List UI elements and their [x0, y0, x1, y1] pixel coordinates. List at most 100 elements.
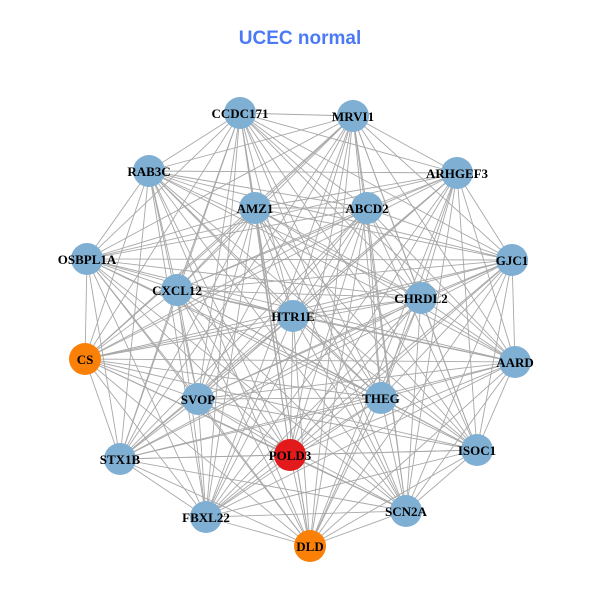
node-label: MRVI1 [332, 109, 374, 124]
node-circle[interactable] [365, 382, 397, 414]
edge-HTR1E-SCN2A [292, 315, 407, 512]
edge-ARHGEF3-DLD [309, 172, 458, 547]
edge-ABCD2-CXCL12 [176, 207, 368, 291]
node-ARHGEF3[interactable]: ARHGEF3 [426, 157, 489, 189]
node-ISOC1[interactable]: ISOC1 [458, 434, 496, 466]
edge-RAB3C-ABCD2 [148, 170, 368, 209]
edge-CCDC171-SVOP [197, 112, 241, 400]
node-ABCD2[interactable]: ABCD2 [345, 192, 389, 224]
node-circle[interactable] [71, 243, 103, 275]
node-CCDC171[interactable]: CCDC171 [211, 97, 269, 129]
node-circle[interactable] [337, 100, 369, 132]
node-MRVI1[interactable]: MRVI1 [332, 100, 374, 132]
edge-AMZ1-HTR1E [254, 207, 294, 317]
node-circle[interactable] [499, 346, 531, 378]
edge-MRVI1-THEG [352, 115, 382, 399]
node-FBXL22[interactable]: FBXL22 [182, 501, 230, 533]
node-CS[interactable]: CS [69, 343, 101, 375]
edge-ABCD2-OSBPL1A [86, 207, 368, 260]
node-circle[interactable] [133, 155, 165, 187]
node-circle[interactable] [277, 300, 309, 332]
node-GJC1[interactable]: GJC1 [496, 244, 529, 276]
edge-ARHGEF3-CS [84, 172, 458, 360]
edge-SVOP-THEG [197, 397, 382, 400]
edge-THEG-ISOC1 [380, 397, 478, 451]
node-circle[interactable] [69, 343, 101, 375]
edge-ABCD2-STX1B [119, 207, 368, 460]
edge-CHRDL2-AARD [420, 297, 516, 363]
node-circle[interactable] [405, 282, 437, 314]
node-circle[interactable] [182, 383, 214, 415]
node-RAB3C[interactable]: RAB3C [127, 155, 171, 187]
node-circle[interactable] [351, 192, 383, 224]
edge-AMZ1-SVOP [197, 207, 256, 400]
edge-STX1B-FBXL22 [119, 458, 207, 518]
edge-AARD-SVOP [197, 361, 516, 400]
node-circle[interactable] [239, 192, 271, 224]
edge-GJC1-HTR1E [292, 259, 513, 317]
node-THEG[interactable]: THEG [362, 382, 400, 414]
edge-GJC1-STX1B [119, 259, 513, 460]
edge-AMZ1-AARD [254, 207, 516, 363]
edge-MRVI1-AARD [352, 115, 516, 363]
edge-THEG-STX1B [119, 397, 382, 460]
edge-AARD-DLD [309, 361, 516, 547]
node-circle[interactable] [461, 434, 493, 466]
node-label: ARHGEF3 [426, 166, 489, 181]
node-CXCL12[interactable]: CXCL12 [152, 274, 202, 306]
node-OSBPL1A[interactable]: OSBPL1A [58, 243, 117, 275]
edge-CHRDL2-POLD3 [289, 297, 422, 456]
edge-ABCD2-ISOC1 [366, 207, 478, 451]
node-circle[interactable] [441, 157, 473, 189]
node-circle[interactable] [104, 443, 136, 475]
edge-THEG-DLD [309, 397, 382, 547]
edge-CHRDL2-SVOP [197, 297, 422, 400]
node-label: SCN2A [385, 504, 428, 519]
node-circle[interactable] [294, 530, 326, 562]
edge-HTR1E-CS [84, 315, 294, 360]
edge-SVOP-POLD3 [197, 398, 291, 456]
node-circle[interactable] [224, 97, 256, 129]
node-circle[interactable] [274, 439, 306, 471]
node-label: ISOC1 [458, 443, 496, 458]
edge-CXCL12-POLD3 [176, 289, 291, 456]
edge-ARHGEF3-CHRDL2 [420, 172, 458, 299]
edge-CHRDL2-SCN2A [405, 297, 422, 512]
edge-AMZ1-SCN2A [254, 207, 407, 512]
edge-CCDC171-MRVI1 [239, 112, 354, 117]
node-HTR1E[interactable]: HTR1E [271, 300, 315, 332]
edge-ABCD2-SVOP [197, 207, 368, 400]
node-SVOP[interactable]: SVOP [181, 383, 215, 415]
node-DLD[interactable]: DLD [294, 530, 326, 562]
edge-CCDC171-ARHGEF3 [239, 112, 458, 174]
edge-ISOC1-DLD [309, 449, 478, 547]
edge-RAB3C-OSBPL1A [86, 170, 150, 260]
node-label: CXCL12 [152, 283, 202, 298]
node-label: GJC1 [496, 253, 529, 268]
edge-HTR1E-AARD [292, 315, 516, 363]
edge-ARHGEF3-AMZ1 [254, 172, 458, 209]
edge-HTR1E-SVOP [197, 315, 294, 400]
edge-GJC1-DLD [309, 259, 513, 547]
node-POLD3[interactable]: POLD3 [269, 439, 312, 471]
node-AMZ1[interactable]: AMZ1 [237, 192, 274, 224]
node-circle[interactable] [496, 244, 528, 276]
edge-MRVI1-GJC1 [352, 115, 513, 261]
node-SCN2A[interactable]: SCN2A [385, 495, 428, 527]
node-circle[interactable] [390, 495, 422, 527]
edge-FBXL22-SCN2A [205, 510, 407, 518]
node-circle[interactable] [190, 501, 222, 533]
edge-POLD3-ISOC1 [289, 449, 478, 456]
edge-CHRDL2-DLD [309, 297, 422, 547]
edge-GJC1-CXCL12 [176, 259, 513, 291]
node-label: AMZ1 [237, 201, 274, 216]
node-AARD[interactable]: AARD [496, 346, 534, 378]
node-CHRDL2[interactable]: CHRDL2 [394, 282, 448, 314]
edge-CCDC171-CHRDL2 [239, 112, 422, 299]
node-circle[interactable] [161, 274, 193, 306]
edge-HTR1E-DLD [292, 315, 311, 547]
node-label: THEG [362, 391, 400, 406]
edge-ISOC1-FBXL22 [205, 449, 478, 518]
node-STX1B[interactable]: STX1B [100, 443, 141, 475]
